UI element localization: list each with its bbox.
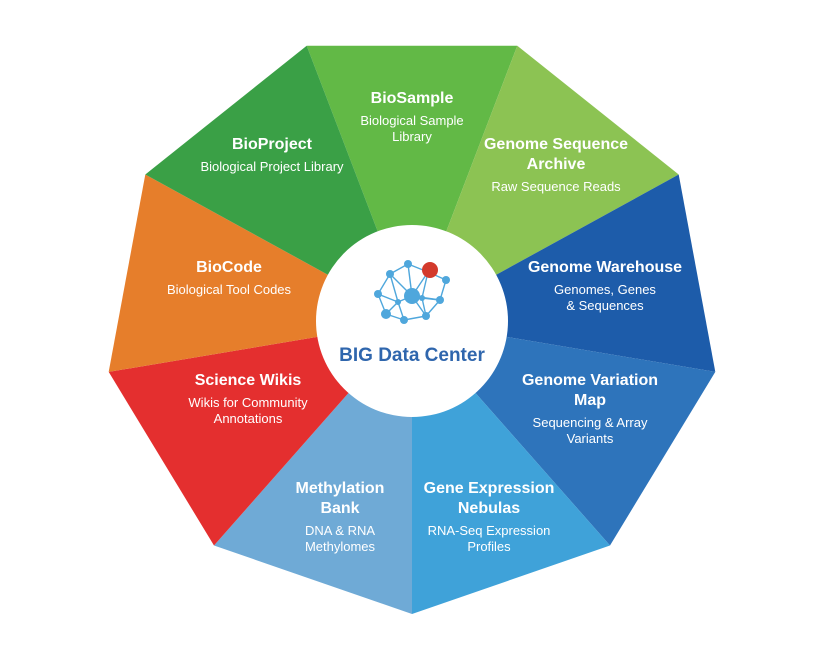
logo-node [386,270,394,278]
segment-title-gene-expression-nebulas: Gene Expression [424,480,555,497]
logo-node [436,296,444,304]
segment-subtitle-biosample: Library [392,129,432,144]
segment-subtitle-genome-variation-map: Sequencing & Array [533,415,648,430]
segment-title-genome-variation-map: Map [574,392,606,409]
network-nodes-icon [374,260,450,324]
segment-subtitle-genome-warehouse: Genomes, Genes [554,282,656,297]
segment-title-methylation-bank: Methylation [296,480,385,497]
segment-title-genome-variation-map: Genome Variation [522,372,658,389]
logo-accent-node [422,262,438,278]
segment-subtitle-bioproject: Biological Project Library [200,159,344,174]
segment-subtitle-gene-expression-nebulas: Profiles [467,539,511,554]
logo-node [400,316,408,324]
segment-subtitle-science-wikis: Wikis for Community [188,395,308,410]
segment-subtitle-gene-expression-nebulas: RNA-Seq Expression [428,523,551,538]
segment-title-genome-sequence-archive: Genome Sequence [484,136,628,153]
segment-title-genome-warehouse: Genome Warehouse [528,259,682,276]
logo-node [404,260,412,268]
center-hub: BIG Data Center [316,225,508,417]
logo-node [422,312,430,320]
segment-title-methylation-bank: Bank [320,500,359,517]
segment-title-biosample: BioSample [371,90,454,107]
logo-node [442,276,450,284]
segment-title-science-wikis: Science Wikis [195,372,302,389]
segment-title-bioproject: BioProject [232,136,313,153]
segment-title-genome-sequence-archive: Archive [527,156,586,173]
segment-subtitle-genome-sequence-archive: Raw Sequence Reads [491,179,621,194]
center-circle [316,225,508,417]
segment-title-biocode: BioCode [196,259,262,276]
logo-node [381,309,391,319]
segment-title-gene-expression-nebulas: Nebulas [458,500,520,517]
segment-subtitle-methylation-bank: Methylomes [305,539,376,554]
logo-edge [389,273,399,303]
segment-biosample[interactable] [306,45,518,321]
segment-subtitle-genome-variation-map: Variants [567,431,614,446]
segment-subtitle-biocode: Biological Tool Codes [167,282,292,297]
logo-node [404,288,420,304]
segment-subtitle-biosample: Biological Sample [360,113,463,128]
segment-subtitle-science-wikis: Annotations [214,411,283,426]
segment-subtitle-methylation-bank: DNA & RNA [305,523,375,538]
logo-node [419,295,425,301]
center-title: BIG Data Center [339,345,485,366]
logo-node [395,299,401,305]
logo-node [374,290,382,298]
segment-subtitle-genome-warehouse: & Sequences [566,298,644,313]
